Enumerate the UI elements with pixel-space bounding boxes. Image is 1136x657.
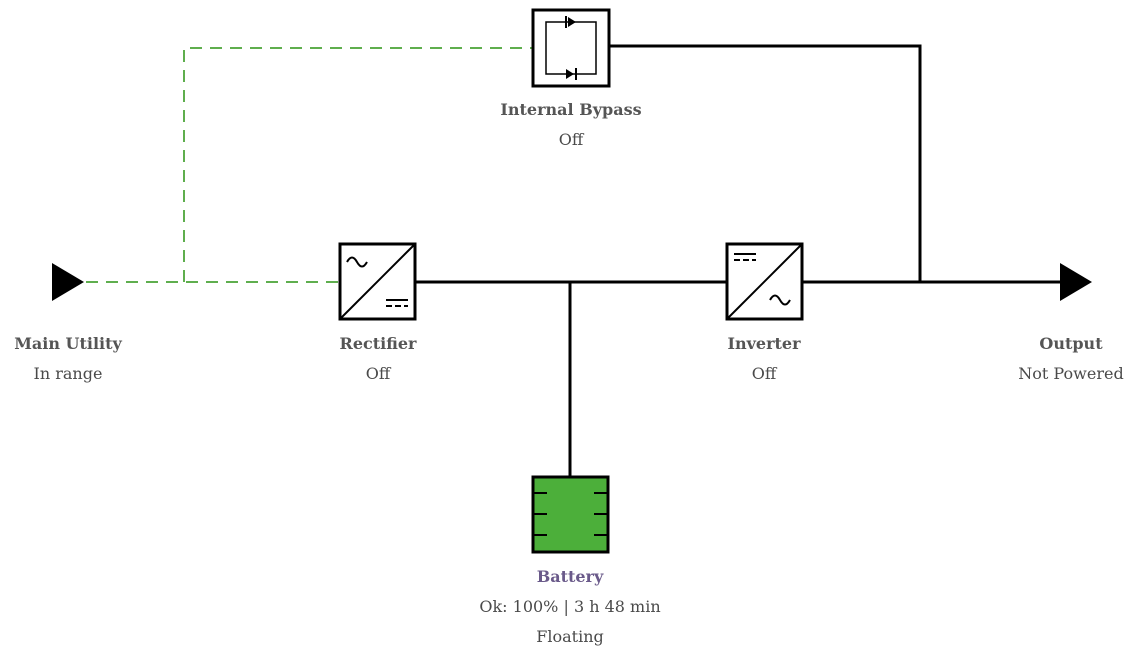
inverter-status: Off bbox=[751, 364, 777, 383]
battery-label: Battery Ok: 100% | 3 h 48 min Floating bbox=[450, 562, 690, 652]
main-utility-arrow-icon[interactable] bbox=[52, 263, 84, 301]
inverter-label: Inverter Off bbox=[704, 329, 824, 389]
rectifier-status: Off bbox=[365, 364, 391, 383]
battery-status: Ok: 100% | 3 h 48 min bbox=[479, 597, 661, 616]
output-label: Output Not Powered bbox=[1006, 329, 1136, 389]
rectifier-icon[interactable] bbox=[338, 242, 417, 321]
inverter-icon[interactable] bbox=[725, 242, 804, 321]
main-utility-label: Main Utility In range bbox=[0, 329, 136, 389]
utility-to-bypass-line bbox=[183, 47, 532, 282]
main-utility-status: In range bbox=[33, 364, 103, 383]
utility-path-dashed bbox=[86, 47, 532, 283]
output-name: Output bbox=[1039, 334, 1103, 353]
rectifier-name: Rectifier bbox=[339, 334, 417, 353]
output-status: Not Powered bbox=[1018, 364, 1124, 383]
inverter-name: Inverter bbox=[727, 334, 801, 353]
battery-mode: Floating bbox=[536, 627, 604, 646]
bypass-diodes-icon[interactable] bbox=[531, 8, 611, 88]
power-lines bbox=[416, 44, 1062, 476]
rectifier-label: Rectifier Off bbox=[318, 329, 438, 389]
internal-bypass-status: Off bbox=[558, 130, 584, 149]
output-arrow-icon[interactable] bbox=[1060, 263, 1092, 301]
main-utility-name: Main Utility bbox=[14, 334, 122, 353]
internal-bypass-name: Internal Bypass bbox=[500, 100, 642, 119]
battery-icon[interactable] bbox=[531, 475, 610, 554]
internal-bypass-label: Internal Bypass Off bbox=[481, 95, 661, 155]
bypass-to-output-line bbox=[610, 44, 922, 282]
battery-name: Battery bbox=[536, 567, 604, 586]
